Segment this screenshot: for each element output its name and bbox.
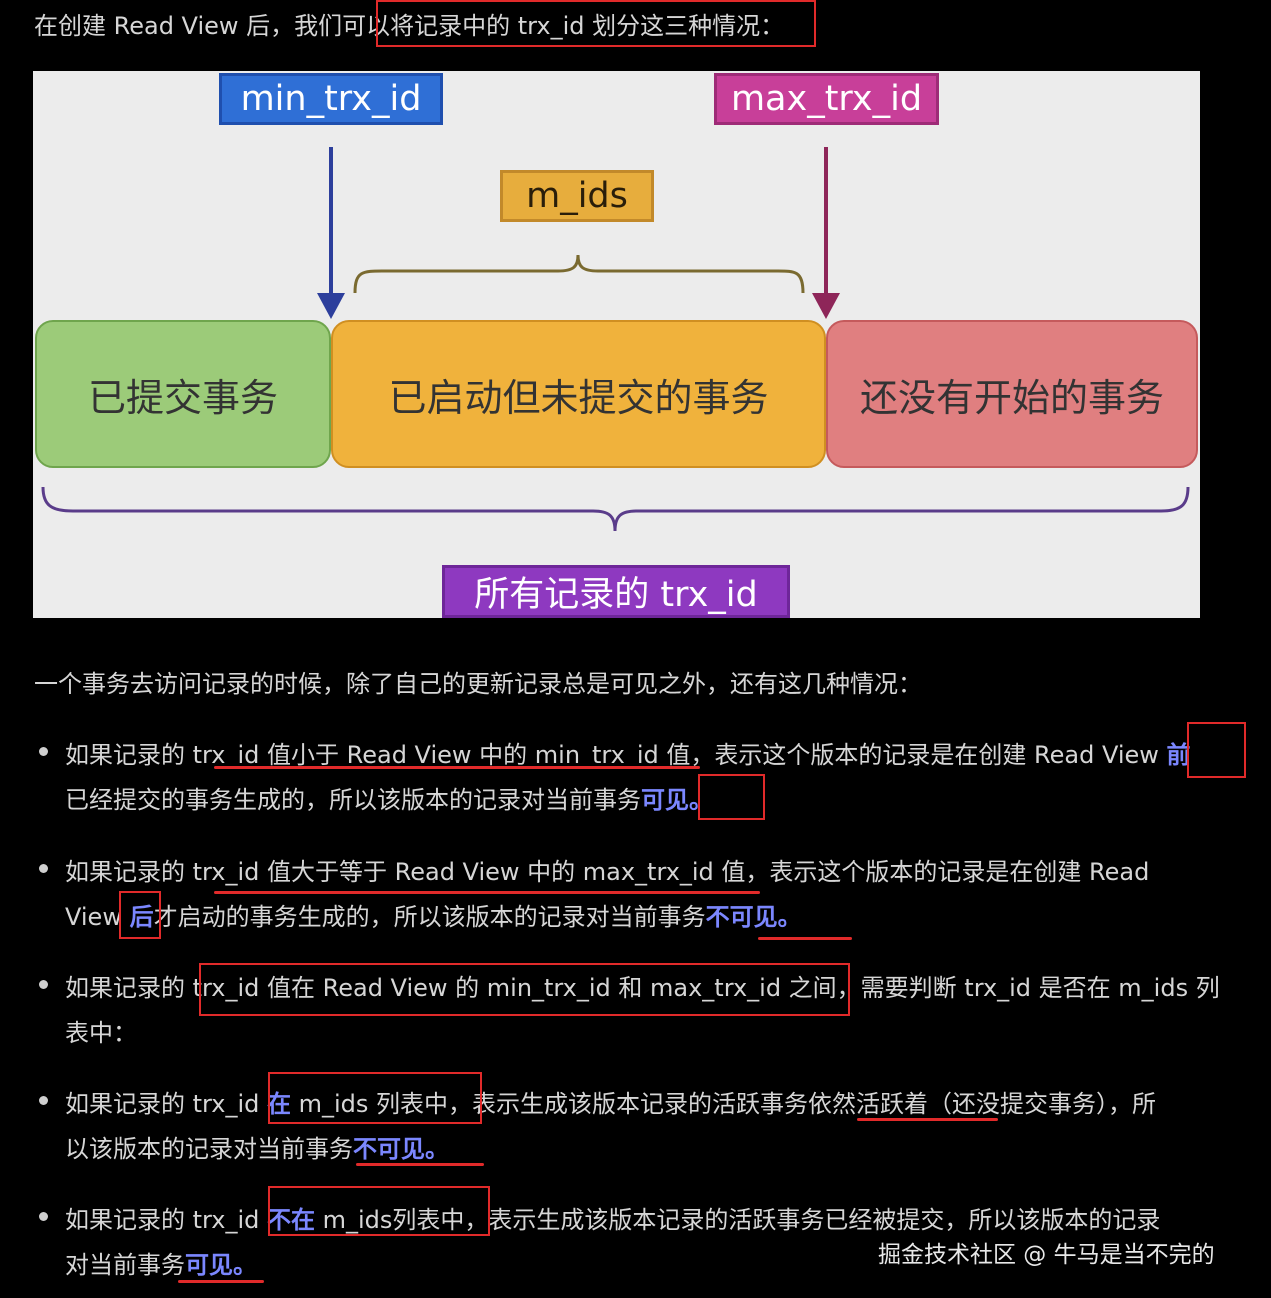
paragraph-text: 一个事务去访问记录的时候，除了自己的更新记录总是可见之外，还有这几种情况： — [34, 670, 922, 698]
bullet-4-text-a: 如果记录的 trx_id — [65, 1090, 267, 1118]
bullet-5-text-c: 对当前事务 — [65, 1251, 185, 1279]
all-trx-id-label: 所有记录的 trx_id — [442, 565, 790, 618]
underline-visible-5 — [178, 1280, 264, 1283]
bullet-1-line-2: 已经提交的事务生成的，所以该版本的记录对当前事务可见。 — [65, 780, 713, 815]
bullet-4-highlight-invisible: 不可见。 — [353, 1135, 449, 1163]
bullet-1-line-1: 如果记录的 trx_id 值小于 Read View 中的 min_trx_id… — [65, 735, 1191, 770]
max-trx-id-label: max_trx_id — [714, 73, 939, 125]
bullet-5-highlight-visible: 可见。 — [185, 1251, 257, 1279]
bullet-3-line-2: 表中： — [65, 1013, 137, 1048]
bullet-1-text-b: 已经提交的事务生成的，所以该版本的记录对当前事务 — [65, 786, 641, 814]
highlight-box-before — [1187, 722, 1246, 778]
segment-not-started: 还没有开始的事务 — [826, 320, 1198, 468]
bullet-3-text-b: 表中： — [65, 1019, 137, 1047]
bullet-2-text-c: 才启动的事务生成的，所以该版本的记录对当前事务 — [153, 903, 706, 931]
bullet-5-text-b: m_ids列表中，表示生成该版本记录的活跃事务已经被提交，所以该版本的记录 — [315, 1206, 1161, 1234]
underline-invisible-2 — [758, 937, 852, 940]
bullet-2-text-a: 如果记录的 trx_id 值大于等于 Read View 中的 max_trx_… — [65, 858, 1150, 886]
bullet-2-highlight-invisible: 不可见。 — [705, 903, 802, 931]
bullet-4-text-c: 以该版本的记录对当前事务 — [65, 1135, 353, 1163]
bullet-5-line-2: 对当前事务可见。 — [65, 1245, 257, 1280]
bullet-dot — [39, 980, 48, 989]
bullet-dot — [39, 864, 48, 873]
bullet-4-line-2: 以该版本的记录对当前事务不可见。 — [65, 1129, 449, 1164]
diagram-arrows-braces — [41, 147, 1190, 532]
underline-bullet-2 — [214, 891, 760, 894]
bullet-4-text-b: m_ids 列表中，表示生成该版本记录的活跃事务依然活跃着（还没提交事务），所 — [291, 1090, 1157, 1118]
bullet-4-line-1: 如果记录的 trx_id 在 m_ids 列表中，表示生成该版本记录的活跃事务依… — [65, 1084, 1156, 1119]
bullet-4-highlight-in: 在 — [267, 1090, 291, 1118]
bullet-5-text-a: 如果记录的 trx_id — [65, 1206, 267, 1234]
bullet-1-highlight-visible: 可见。 — [641, 786, 713, 814]
bullet-1-text-a: 如果记录的 trx_id 值小于 Read View 中的 min_trx_id… — [65, 741, 1167, 769]
bullet-5-line-1: 如果记录的 trx_id 不在 m_ids列表中，表示生成该版本记录的活跃事务已… — [65, 1200, 1160, 1235]
bullet-5-highlight-not-in: 不在 — [267, 1206, 315, 1234]
bullet-2-line-1: 如果记录的 trx_id 值大于等于 Read View 中的 max_trx_… — [65, 852, 1149, 887]
bullet-dot — [39, 1212, 48, 1221]
bullet-2-line-2: View 后才启动的事务生成的，所以该版本的记录对当前事务不可见。 — [65, 897, 802, 932]
bullet-1-highlight-before: 前 — [1166, 741, 1191, 769]
bullet-3-line-1: 如果记录的 trx_id 值在 Read View 的 min_trx_id 和… — [65, 968, 1220, 1003]
watermark-text: 掘金技术社区 @ 牛马是当不完的 — [878, 1242, 1215, 1268]
m-ids-label: m_ids — [500, 170, 654, 222]
min-trx-id-label: min_trx_id — [219, 73, 443, 125]
bullet-2-highlight-after: 后 — [129, 903, 154, 931]
bullet-dot — [39, 1096, 48, 1105]
intro-text: 在创建 Read View 后，我们可以将记录中的 trx_id 划分这三种情况… — [34, 12, 785, 40]
bullet-2-text-b: View — [65, 903, 130, 931]
segment-active-uncommitted: 已启动但未提交的事务 — [331, 320, 826, 468]
segment-committed: 已提交事务 — [35, 320, 331, 468]
bullet-3-text-a: 如果记录的 trx_id 值在 Read View 的 min_trx_id 和… — [65, 974, 1220, 1002]
read-view-diagram: min_trx_id max_trx_id m_ids 已提交事务 已启动但未提… — [33, 71, 1200, 618]
bullet-dot — [39, 747, 48, 756]
